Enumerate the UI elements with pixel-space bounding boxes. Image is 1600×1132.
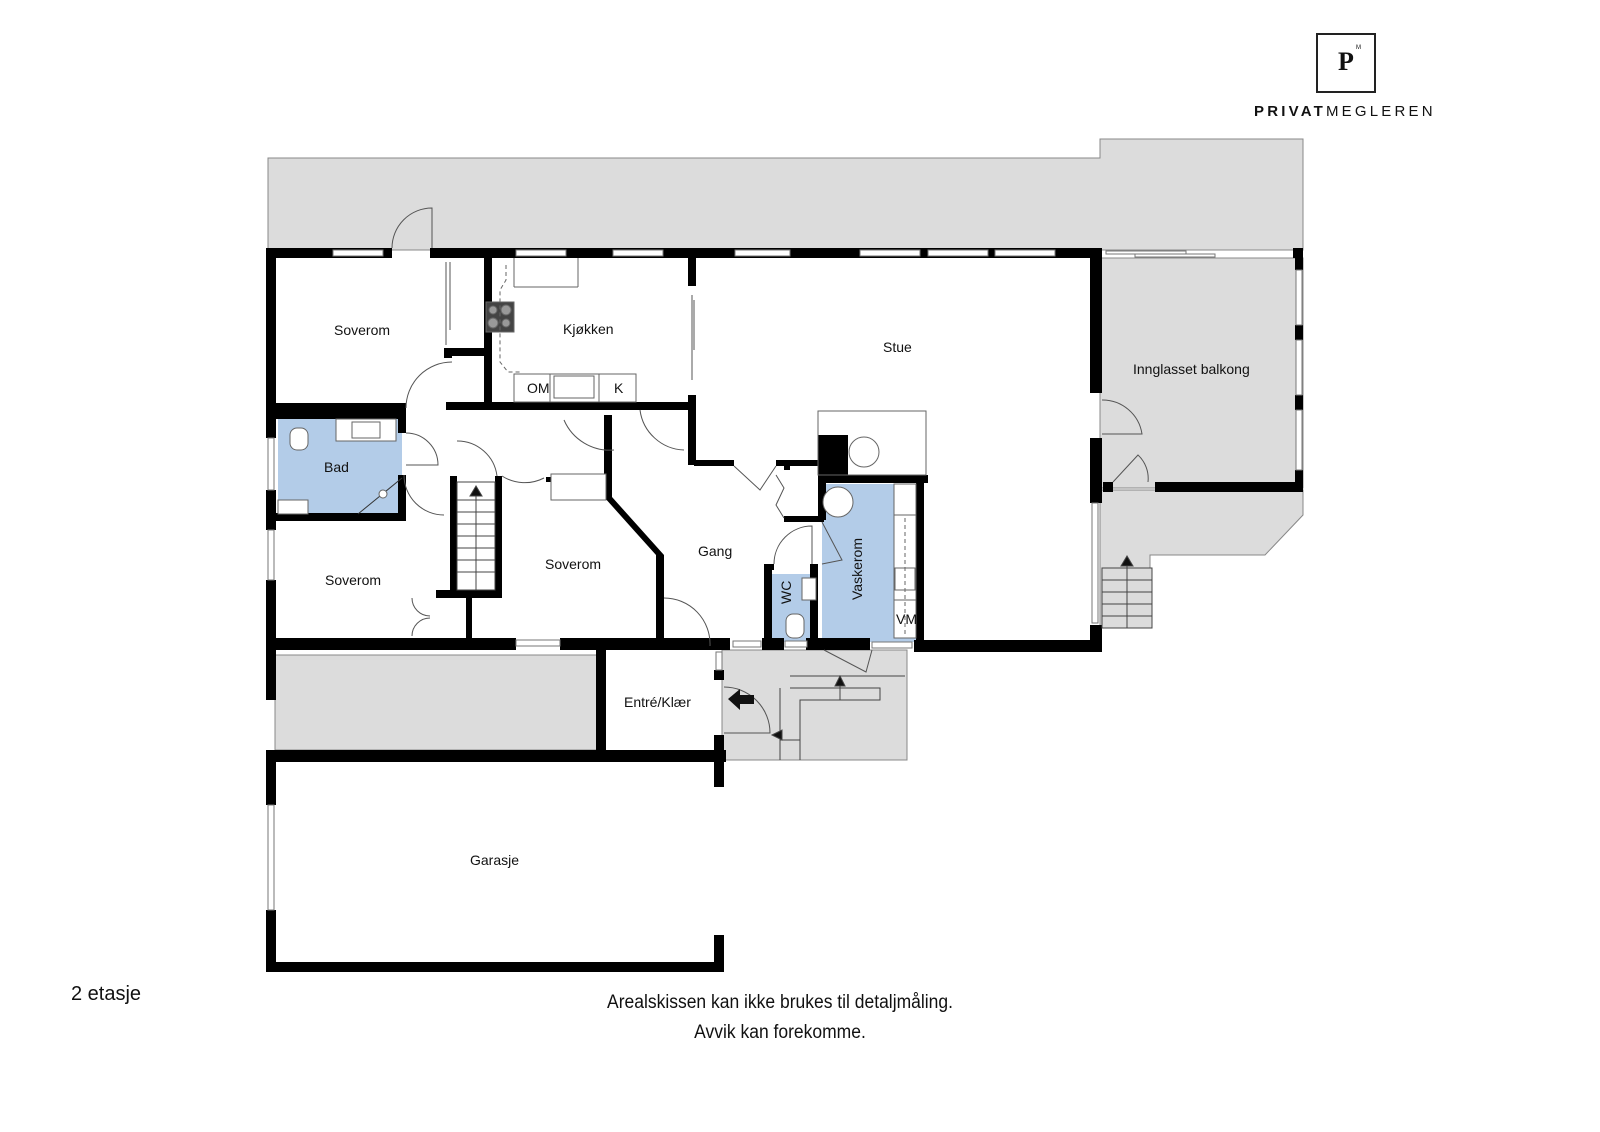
room-label-innglasset-balkong: Innglasset balkong (1133, 361, 1250, 377)
room-label-wc: WC (778, 581, 794, 604)
wordmark-light: MEGLEREN (1325, 103, 1436, 120)
disclaimer-line-1: Arealskissen kan ikke brukes til detaljm… (607, 992, 953, 1013)
laundry-fixtures (550, 410, 927, 639)
fixture-label-om: OM (527, 380, 550, 396)
entry-arrow-icon (728, 689, 754, 710)
room-label-garasje: Garasje (470, 852, 519, 868)
top-terrace (267, 138, 1304, 251)
stairs (456, 481, 1153, 760)
brand-logo: P M (1316, 33, 1376, 93)
room-label-kjokken: Kjøkken (563, 321, 614, 337)
disclaimer: Arealskissen kan ikke brukes til detaljm… (578, 988, 983, 1048)
fixture-label-vm: VM (896, 611, 917, 627)
brand-wordmark: PRIVATMEGLEREN (1254, 103, 1436, 120)
entry-porch (721, 649, 908, 761)
logo-superscript: M (1356, 45, 1361, 51)
doors (391, 207, 1149, 734)
logo-letter: P (1338, 47, 1354, 76)
room-label-entre: Entré/Klær (624, 694, 691, 710)
windows (267, 249, 1303, 911)
room-label-vaskerom: Vaskerom (849, 538, 865, 600)
room-label-soverom-w: Soverom (325, 572, 381, 588)
room-labels: Soverom Kjøkken Stue Innglasset balkong … (324, 321, 1250, 868)
kitchen-fixtures (485, 258, 637, 403)
terrace-areas (267, 138, 1304, 761)
bath-fixtures (277, 418, 403, 515)
room-label-soverom-c: Soverom (545, 556, 601, 572)
wordmark-bold: PRIVAT (1254, 103, 1326, 120)
disclaimer-line-2: Avvik kan forekomme. (694, 1022, 866, 1043)
balcony-floor (1099, 257, 1304, 489)
floor-label: 2 etasje (71, 983, 142, 1005)
storage-strip (274, 654, 598, 751)
room-label-stue: Stue (883, 339, 912, 355)
room-label-soverom-nw: Soverom (334, 322, 390, 338)
room-label-gang: Gang (698, 543, 732, 559)
room-label-bad: Bad (324, 459, 349, 475)
fixture-label-k: K (614, 380, 624, 396)
sink-icon (553, 375, 595, 399)
